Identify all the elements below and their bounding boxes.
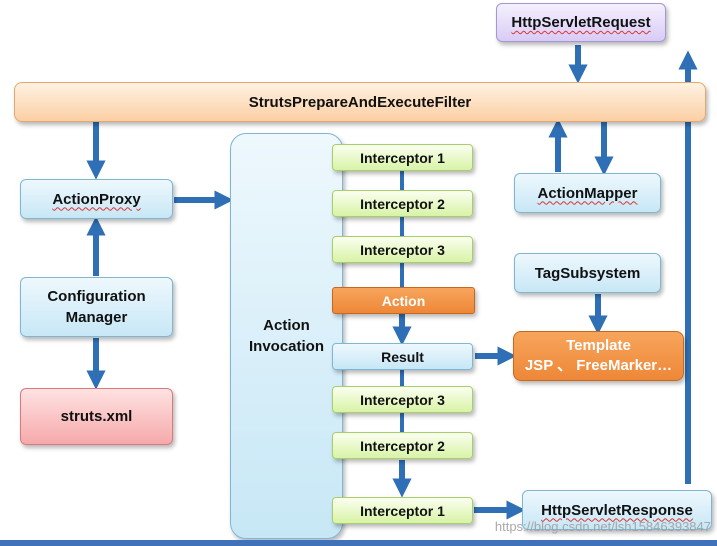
action-box: Action <box>332 287 475 314</box>
struts-filter-bar: StrutsPrepareAndExecuteFilter <box>14 82 706 122</box>
interceptor-1-bottom-label: Interceptor 1 <box>360 502 445 519</box>
interceptor-3-top-label: Interceptor 3 <box>360 241 445 258</box>
configuration-manager-box: Configuration Manager <box>20 277 173 337</box>
interceptor-2-bottom: Interceptor 2 <box>332 432 473 459</box>
struts-filter-label: StrutsPrepareAndExecuteFilter <box>248 93 472 111</box>
result-label: Result <box>381 348 424 365</box>
configuration-manager-label: Configuration Manager <box>47 288 146 326</box>
template-engines-label: JSP 、 FreeMarker… <box>524 357 673 374</box>
action-invocation-label: Action Invocation <box>248 317 324 355</box>
interceptor-2-top: Interceptor 2 <box>332 190 473 217</box>
template-label: Template <box>566 337 631 354</box>
http-servlet-request-box: HttpServletRequest <box>496 3 666 42</box>
interceptor-2-bottom-label: Interceptor 2 <box>360 437 445 454</box>
interceptor-3-bottom-label: Interceptor 3 <box>360 391 445 408</box>
action-mapper-box: ActionMapper <box>514 173 661 213</box>
interceptor-3-top: Interceptor 3 <box>332 236 473 263</box>
interceptor-3-bottom: Interceptor 3 <box>332 386 473 413</box>
interceptor-1-bottom: Interceptor 1 <box>332 497 473 524</box>
bottom-bar <box>0 540 717 546</box>
tag-subsystem-label: TagSubsystem <box>534 264 641 282</box>
action-proxy-box: ActionProxy <box>20 179 173 219</box>
result-box: Result <box>332 343 473 370</box>
action-label: Action <box>381 292 426 309</box>
action-mapper-label: ActionMapper <box>537 184 638 202</box>
tag-subsystem-box: TagSubsystem <box>514 253 661 293</box>
interceptor-2-top-label: Interceptor 2 <box>360 195 445 212</box>
interceptor-1-top: Interceptor 1 <box>332 144 473 171</box>
action-proxy-label: ActionProxy <box>52 190 141 208</box>
struts-xml-label: struts.xml <box>60 408 133 425</box>
interceptor-1-top-label: Interceptor 1 <box>360 149 445 166</box>
template-box: Template JSP 、 FreeMarker… <box>513 331 684 381</box>
http-servlet-response-label: HttpServletResponse <box>541 501 693 519</box>
watermark-text: https://blog.csdn.net/lsh15846393847 <box>494 519 711 534</box>
http-servlet-response-box: HttpServletResponse <box>522 490 712 530</box>
http-servlet-request-label: HttpServletRequest <box>511 14 651 31</box>
action-invocation-box: Action Invocation <box>230 133 343 539</box>
struts-xml-box: struts.xml <box>20 388 173 445</box>
